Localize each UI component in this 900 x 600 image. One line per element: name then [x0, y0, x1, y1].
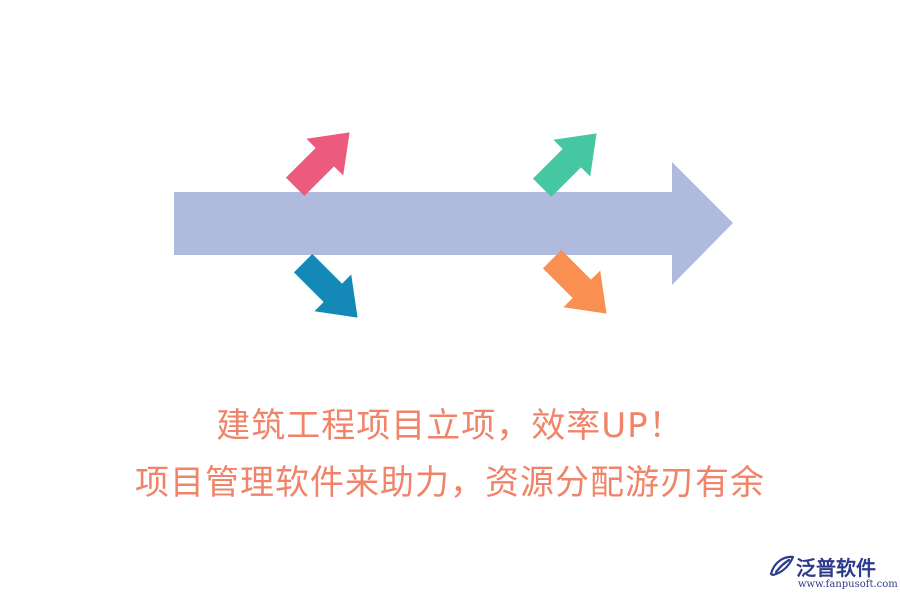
arrow-down-right-icon — [542, 249, 607, 314]
arrow-graphic — [174, 132, 733, 318]
brand-logo: 泛普软件 www.fanpusoft.com — [762, 548, 898, 592]
headline-line-1: 建筑工程项目立项，效率UP！ — [216, 406, 684, 446]
arrow-up-right-icon — [285, 132, 350, 197]
arrow-up-right-icon — [532, 133, 597, 198]
arrow-down-right-icon — [293, 253, 358, 318]
leaf-logo-icon — [769, 555, 795, 577]
brand-name: 泛普软件 — [796, 556, 876, 580]
right-arrow-icon — [174, 162, 733, 285]
brand-url: www.fanpusoft.com — [798, 579, 898, 590]
headline-line-2: 项目管理软件来助力，资源分配游刃有余 — [135, 463, 765, 503]
